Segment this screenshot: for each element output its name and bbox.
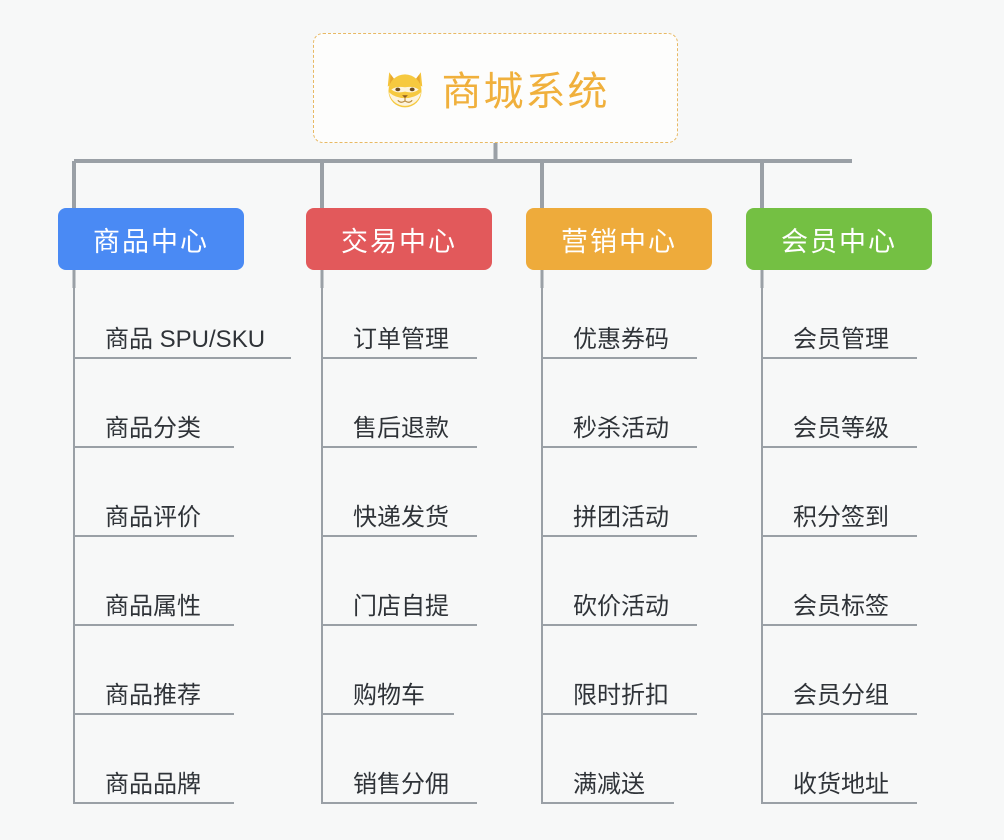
leaf-item[interactable]: 商品推荐 (73, 626, 244, 715)
leaf-underline (541, 624, 697, 626)
leaf-list: 优惠券码 秒杀活动 拼团活动 砍价活动 限时折扣 满减送 (541, 270, 712, 804)
branch-header[interactable]: 商品中心 (58, 208, 244, 270)
leaf-underline (321, 535, 477, 537)
leaf-underline (541, 713, 697, 715)
leaf-label: 快递发货 (353, 503, 449, 531)
leaf-item[interactable]: 订单管理 (321, 270, 492, 359)
leaf-underline (321, 446, 477, 448)
root-node[interactable]: 商城系统 (313, 33, 678, 143)
leaf-label: 商品 SPU/SKU (105, 325, 266, 353)
leaf-item[interactable]: 会员标签 (761, 537, 932, 626)
branch-交易中心[interactable]: 交易中心 订单管理 售后退款 快递发货 门店自提 购物车 (306, 208, 492, 804)
leaf-item[interactable]: 秒杀活动 (541, 359, 712, 448)
leaf-item[interactable]: 积分签到 (761, 448, 932, 537)
leaf-label: 会员标签 (793, 592, 889, 620)
leaf-item[interactable]: 商品属性 (73, 537, 244, 626)
leaf-underline (761, 802, 917, 804)
leaf-underline (321, 802, 477, 804)
leaf-underline (761, 446, 917, 448)
leaf-item[interactable]: 商品 SPU/SKU (73, 270, 291, 359)
leaf-label: 会员管理 (793, 325, 889, 353)
leaf-label: 会员等级 (793, 414, 889, 442)
leaf-underline (541, 357, 697, 359)
leaf-underline (73, 446, 234, 448)
leaf-underline (73, 713, 234, 715)
leaf-label: 订单管理 (353, 325, 449, 353)
leaf-label: 拼团活动 (573, 503, 669, 531)
leaf-spine (541, 270, 543, 804)
leaf-list: 会员管理 会员等级 积分签到 会员标签 会员分组 收货地址 (761, 270, 932, 804)
leaf-underline (541, 802, 674, 804)
leaf-item[interactable]: 满减送 (541, 715, 712, 804)
leaf-label: 限时折扣 (573, 681, 669, 709)
leaf-item[interactable]: 砍价活动 (541, 537, 712, 626)
leaf-list: 商品 SPU/SKU 商品分类 商品评价 商品属性 商品推荐 商品品牌 (73, 270, 291, 804)
leaf-item[interactable]: 快递发货 (321, 448, 492, 537)
leaf-label: 秒杀活动 (573, 414, 669, 442)
leaf-label: 砍价活动 (573, 592, 669, 620)
leaf-spine (761, 270, 763, 804)
leaf-item[interactable]: 商品评价 (73, 448, 244, 537)
leaf-list: 订单管理 售后退款 快递发货 门店自提 购物车 销售分佣 (321, 270, 492, 804)
leaf-item[interactable]: 收货地址 (761, 715, 932, 804)
leaf-label: 优惠券码 (573, 325, 669, 353)
leaf-underline (73, 624, 234, 626)
leaf-item[interactable]: 拼团活动 (541, 448, 712, 537)
leaf-item[interactable]: 门店自提 (321, 537, 492, 626)
leaf-item[interactable]: 限时折扣 (541, 626, 712, 715)
leaf-label: 会员分组 (793, 681, 889, 709)
leaf-underline (761, 713, 917, 715)
leaf-item[interactable]: 售后退款 (321, 359, 492, 448)
leaf-label: 商品分类 (105, 414, 201, 442)
leaf-underline (73, 535, 234, 537)
leaf-item[interactable]: 会员等级 (761, 359, 932, 448)
leaf-underline (321, 624, 477, 626)
leaf-underline (541, 446, 697, 448)
leaf-label: 销售分佣 (353, 770, 449, 798)
leaf-label: 收货地址 (793, 770, 889, 798)
leaf-item[interactable]: 会员分组 (761, 626, 932, 715)
leaf-label: 满减送 (573, 770, 645, 798)
leaf-label: 商品评价 (105, 503, 201, 531)
leaf-underline (73, 802, 234, 804)
leaf-item[interactable]: 优惠券码 (541, 270, 712, 359)
leaf-underline (541, 535, 697, 537)
leaf-underline (321, 713, 454, 715)
leaf-spine (321, 270, 323, 804)
branch-header[interactable]: 营销中心 (526, 208, 712, 270)
leaf-label: 商品属性 (105, 592, 201, 620)
leaf-underline (321, 357, 477, 359)
leaf-item[interactable]: 会员管理 (761, 270, 932, 359)
leaf-underline (761, 624, 917, 626)
root-title: 商城系统 (441, 70, 610, 114)
shiba-dog-icon (382, 65, 428, 111)
leaf-item[interactable]: 购物车 (321, 626, 492, 715)
branch-营销中心[interactable]: 营销中心 优惠券码 秒杀活动 拼团活动 砍价活动 限时折扣 (526, 208, 712, 804)
leaf-label: 购物车 (353, 681, 425, 709)
leaf-item[interactable]: 销售分佣 (321, 715, 492, 804)
leaf-underline (761, 357, 917, 359)
leaf-label: 商品品牌 (105, 770, 201, 798)
leaf-label: 售后退款 (353, 414, 449, 442)
leaf-underline (761, 535, 917, 537)
leaf-spine (73, 270, 75, 804)
leaf-item[interactable]: 商品品牌 (73, 715, 244, 804)
leaf-label: 门店自提 (353, 592, 449, 620)
branch-header[interactable]: 会员中心 (746, 208, 932, 270)
leaf-label: 商品推荐 (105, 681, 201, 709)
leaf-label: 积分签到 (793, 503, 889, 531)
branch-商品中心[interactable]: 商品中心 商品 SPU/SKU 商品分类 商品评价 商品属性 商品推荐 (58, 208, 291, 804)
leaf-item[interactable]: 商品分类 (73, 359, 244, 448)
branch-会员中心[interactable]: 会员中心 会员管理 会员等级 积分签到 会员标签 会员分组 (746, 208, 932, 804)
leaf-underline (73, 357, 291, 359)
branch-header[interactable]: 交易中心 (306, 208, 492, 270)
